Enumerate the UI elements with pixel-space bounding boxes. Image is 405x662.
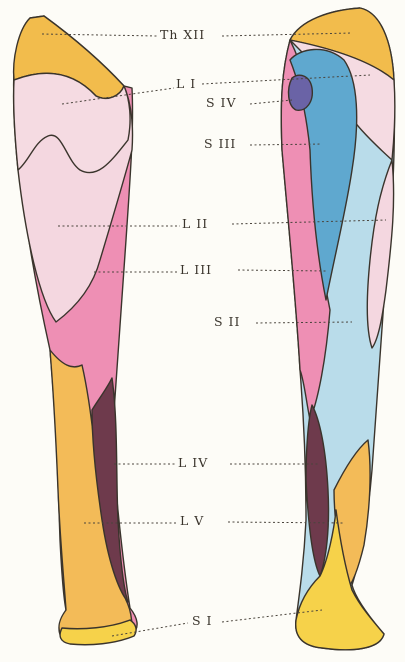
anterior-leg <box>14 16 137 645</box>
label-s3: S III <box>202 137 238 151</box>
label-l3: L III <box>178 263 214 277</box>
label-s4: S IV <box>204 96 239 110</box>
label-l4: L IV <box>176 456 210 470</box>
posterior-s4-zone <box>289 75 313 110</box>
label-l5: L V <box>178 514 206 528</box>
label-s2: S II <box>212 315 242 329</box>
posterior-leg <box>281 8 395 650</box>
label-th12: Th XII <box>158 28 207 42</box>
label-l1: L I <box>174 77 198 91</box>
label-s1: S I <box>190 614 214 628</box>
label-l2: L II <box>180 217 210 231</box>
